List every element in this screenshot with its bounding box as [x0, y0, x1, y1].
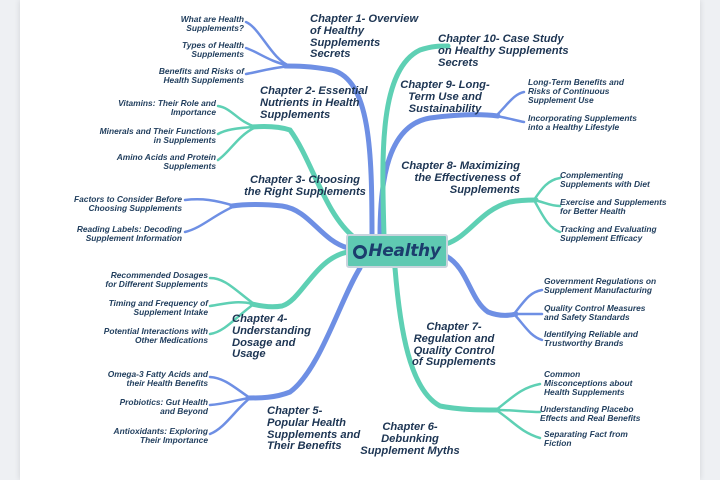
chapter-9-title[interactable]: Chapter 9- Long- Term Use and Sustainabi…	[400, 79, 490, 115]
chapter-2-item-1[interactable]: Vitamins: Their Role and Importance	[118, 98, 216, 117]
central-topic-label: Healthy	[368, 241, 441, 261]
connector-ch10	[380, 43, 451, 239]
connector-ch6-item3	[494, 408, 542, 440]
chapter-1-item-3[interactable]: Benefits and Risks of Health Supplements	[158, 66, 244, 85]
chapter-8-item-1[interactable]: Complementing Supplements with Diet	[560, 170, 650, 189]
chapter-5-title[interactable]: Chapter 5- Popular Health Supplements an…	[267, 405, 361, 453]
connector-ch7-item1	[512, 288, 544, 316]
connector-ch8-item1	[532, 176, 562, 202]
connector-ch2	[249, 123, 358, 241]
connector-ch4-item1	[208, 276, 256, 306]
connector-ch4-item2	[208, 301, 256, 308]
connector-ch2-item2	[216, 125, 258, 136]
connector-ch5-item3	[208, 396, 252, 436]
chapter-6-item-1[interactable]: Common Misconceptions about Health Suppl…	[544, 369, 633, 397]
connector-ch8-item3	[532, 198, 562, 234]
chapter-8-item-3[interactable]: Tracking and Evaluating Supplement Effic…	[560, 224, 657, 243]
mind-map-canvas: Healthy Chapter 1- Overview of Healthy S…	[20, 0, 700, 480]
connector-ch7	[443, 253, 519, 318]
chapter-1-title[interactable]: Chapter 1- Overview of Healthy Supplemen…	[310, 13, 419, 61]
chapter-9-item-2[interactable]: Incorporating Supplements into a Healthy…	[528, 113, 637, 132]
chapter-6-title[interactable]: Chapter 6- Debunking Supplement Myths	[360, 421, 460, 457]
chapter-7-item-2[interactable]: Quality Control Measures and Safety Stan…	[544, 303, 646, 322]
chapter-1-item-2[interactable]: Types of Health Supplements	[181, 40, 244, 59]
chapter-4-item-3[interactable]: Potential Interactions with Other Medica…	[103, 326, 208, 345]
chapter-7-item-1[interactable]: Government Regulations on Supplement Man…	[544, 276, 657, 295]
chapter-2-item-2[interactable]: Minerals and Their Functions in Suppleme…	[99, 126, 216, 145]
chapter-5-item-3[interactable]: Antioxidants: Exploring Their Importance	[113, 426, 208, 445]
connector-ch6-item1	[494, 382, 542, 412]
chapter-8-title[interactable]: Chapter 8- Maximizing the Effectiveness …	[401, 160, 520, 196]
connector-ch2-item1	[216, 104, 258, 129]
connector-ch8-item2	[532, 198, 562, 208]
connector-ch5	[245, 265, 363, 401]
connector-ch9-item1	[494, 90, 526, 118]
chapter-1-item-1[interactable]: What are Health Supplements?	[180, 14, 244, 33]
connector-ch5-item1	[208, 375, 252, 400]
chapter-5-item-1[interactable]: Omega-3 Fatty Acids and their Health Ben…	[107, 369, 208, 388]
chapter-2-title[interactable]: Chapter 2- Essential Nutrients in Health…	[260, 85, 368, 121]
connector-ch1-item2	[244, 46, 292, 68]
connector-ch7-item3	[512, 312, 544, 342]
connector-ch2-item3	[216, 125, 258, 162]
connector-ch4	[249, 249, 351, 310]
chapter-4-title[interactable]: Chapter 4- Understanding Dosage and Usag…	[232, 313, 311, 361]
chapter-6-item-3[interactable]: Separating Fact from Fiction	[544, 429, 628, 448]
mind-map-connectors	[183, 20, 562, 440]
chapter-3-item-1[interactable]: Factors to Consider Before Choosing Supp…	[74, 194, 182, 213]
chapter-8-item-2[interactable]: Exercise and Supplements for Better Heal…	[560, 197, 667, 216]
chapter-3-item-2[interactable]: Reading Labels: Decoding Supplement Info…	[76, 224, 182, 243]
connector-ch4-item3	[208, 302, 256, 336]
connector-ch9-item2	[494, 114, 526, 124]
chapter-7-item-3[interactable]: Identifying Reliable and Trustworthy Bra…	[544, 329, 638, 348]
chapter-9-item-1[interactable]: Long-Term Benefits and Risks of Continuo…	[528, 77, 625, 105]
connector-ch5-item2	[208, 396, 252, 407]
logo-icon	[353, 245, 368, 259]
chapter-7-title[interactable]: Chapter 7- Regulation and Quality Contro…	[412, 321, 496, 369]
chapter-2-item-3[interactable]: Amino Acids and Protein Supplements	[116, 152, 216, 171]
connector-ch8	[443, 197, 539, 247]
chapter-10-title[interactable]: Chapter 10- Case Study on Healthy Supple…	[438, 33, 569, 69]
connector-ch1-item3	[244, 64, 292, 76]
connector-ch3	[229, 202, 351, 251]
connector-ch3-item1	[183, 198, 237, 208]
central-topic[interactable]: Healthy	[346, 234, 448, 268]
connector-ch6-item2	[494, 408, 542, 414]
chapter-4-item-2[interactable]: Timing and Frequency of Supplement Intak…	[108, 298, 208, 317]
chapter-3-title[interactable]: Chapter 3- Choosing the Right Supplement…	[244, 174, 366, 198]
chapter-5-item-2[interactable]: Probiotics: Gut Health and Beyond	[119, 397, 208, 416]
connector-ch3-item2	[183, 204, 237, 234]
connector-ch6	[392, 265, 501, 413]
chapter-6-item-2[interactable]: Understanding Placebo Effects and Real B…	[540, 404, 641, 423]
chapter-4-item-1[interactable]: Recommended Dosages for Different Supple…	[105, 270, 208, 289]
connector-ch1	[282, 63, 375, 239]
